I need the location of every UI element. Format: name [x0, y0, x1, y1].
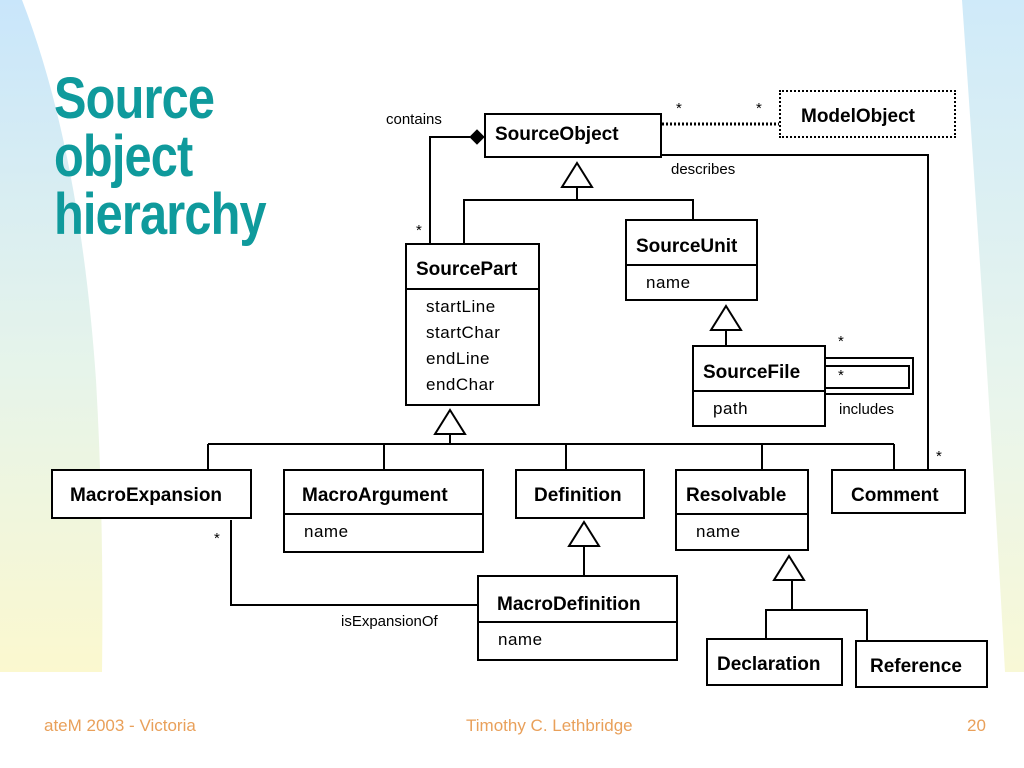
association-label-contains: contains: [386, 111, 442, 128]
class-name: SourceUnit: [627, 221, 756, 266]
class-macro-expansion[interactable]: MacroExpansion: [51, 469, 252, 519]
class-name: SourceObject: [495, 124, 619, 145]
multiplicity: *: [416, 222, 422, 239]
generalization-bus-resolvable: [765, 609, 868, 642]
attribute: startLine: [426, 297, 496, 316]
multiplicity: *: [756, 100, 762, 117]
class-model-object[interactable]: ModelObject: [779, 90, 956, 138]
generalization-triangle-source-part: [433, 408, 467, 435]
title-line-2: object: [54, 124, 193, 189]
includes-line-inner: [826, 365, 910, 389]
generalization-triangle-source-unit: [709, 304, 743, 331]
class-comment[interactable]: Comment: [831, 469, 966, 514]
multiplicity: *: [838, 367, 844, 384]
class-reference[interactable]: Reference: [855, 640, 988, 688]
class-attributes: name: [285, 515, 482, 545]
attribute: name: [646, 273, 691, 292]
class-name: Definition: [534, 485, 622, 506]
class-name: MacroDefinition: [479, 577, 676, 623]
class-declaration[interactable]: Declaration: [706, 638, 843, 686]
attribute: endLine: [426, 349, 491, 368]
title-line-1: Source: [54, 66, 215, 131]
class-source-object[interactable]: SourceObject: [484, 113, 662, 158]
slide-title: Source object hierarchy: [54, 66, 267, 247]
class-resolvable[interactable]: Resolvable name: [675, 469, 809, 551]
generalization-triangle-definition: [567, 520, 601, 547]
class-source-file[interactable]: SourceFile path: [692, 345, 826, 427]
footer-left: ateM 2003 - Victoria: [44, 716, 196, 735]
class-macro-argument[interactable]: MacroArgument name: [283, 469, 484, 553]
class-attributes: name: [479, 623, 676, 653]
class-name: SourceFile: [694, 347, 824, 392]
class-source-unit[interactable]: SourceUnit name: [625, 219, 758, 301]
generalization-triangle-source-object: [560, 161, 594, 188]
class-name: Reference: [870, 656, 962, 677]
association-label-describes: describes: [671, 161, 736, 178]
class-definition[interactable]: Definition: [515, 469, 645, 519]
generalization-triangle-resolvable: [772, 554, 806, 581]
right-swoosh: [962, 0, 1024, 672]
class-macro-definition[interactable]: MacroDefinition name: [477, 575, 678, 661]
title-line-3: hierarchy: [54, 182, 267, 247]
attribute: startChar: [426, 323, 501, 342]
footer-author: Timothy C. Lethbridge: [466, 716, 633, 735]
generalization-line-source-object: [463, 199, 694, 245]
multiplicity: *: [838, 333, 844, 350]
attribute: name: [304, 522, 349, 541]
class-name: Comment: [851, 485, 939, 506]
describes-line: [662, 154, 929, 472]
class-name: Declaration: [717, 654, 821, 675]
attribute: endChar: [426, 375, 495, 394]
attribute: name: [696, 522, 741, 541]
attribute: name: [498, 630, 543, 649]
class-name: MacroArgument: [285, 471, 482, 515]
class-name: MacroExpansion: [70, 485, 223, 506]
includes-line-outer: [826, 357, 914, 395]
attribute: path: [713, 399, 749, 418]
class-attributes: name: [677, 515, 807, 545]
association-label-includes: includes: [839, 401, 895, 418]
is-expansion-of-line: [230, 520, 478, 606]
contains-line: [429, 136, 470, 245]
class-name: ModelObject: [801, 106, 916, 127]
multiplicity: *: [676, 100, 682, 117]
class-name: SourcePart: [407, 245, 538, 290]
page-number: 20: [967, 716, 986, 735]
class-attributes: path: [694, 392, 824, 422]
class-source-part[interactable]: SourcePart startLine startChar endLine e…: [405, 243, 540, 406]
association-label-is-expansion-of: isExpansionOf: [341, 613, 438, 630]
class-name: Resolvable: [677, 471, 807, 515]
multiplicity: *: [214, 530, 220, 547]
multiplicity: *: [936, 448, 942, 465]
class-attributes: name: [627, 266, 756, 296]
aggregation-diamond: [469, 129, 485, 145]
class-attributes: startLine startChar endLine endChar: [407, 290, 538, 398]
